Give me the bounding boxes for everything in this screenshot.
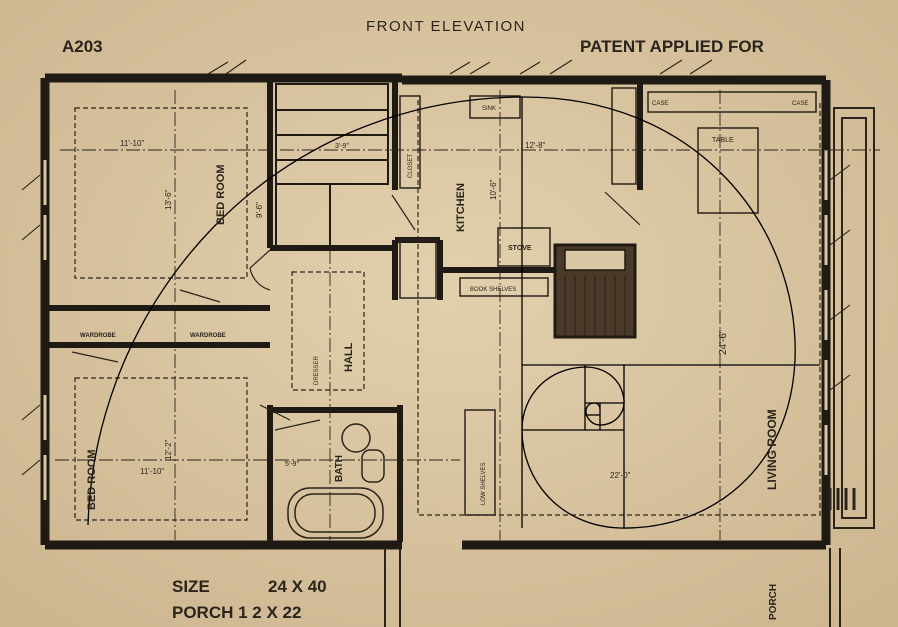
label-bath: BATH bbox=[334, 455, 345, 482]
side-terrace bbox=[833, 107, 875, 529]
dim-hall-h: 9'-6" bbox=[255, 202, 264, 218]
door-swings bbox=[71, 191, 641, 431]
label-book-shelves: BOOK SHELVES bbox=[470, 287, 516, 293]
label-kitchen: KITCHEN bbox=[455, 183, 467, 232]
dim-kitchen-w: 12'-8" bbox=[525, 141, 546, 150]
terrace-rail bbox=[828, 488, 856, 510]
golden-spiral-overlay bbox=[87, 96, 820, 529]
porch-area bbox=[384, 548, 841, 627]
chimney-hatch bbox=[564, 275, 626, 335]
label-stove: STOVE bbox=[508, 245, 532, 252]
porch-size-label: PORCH 1 2 X 22 bbox=[172, 603, 301, 622]
dim-living-h: 24'-6" bbox=[718, 329, 729, 355]
side-windows bbox=[42, 150, 829, 500]
patent-label: PATENT APPLIED FOR bbox=[580, 37, 764, 56]
dashed-room-outlines bbox=[74, 100, 821, 521]
stair-walls bbox=[275, 83, 389, 245]
dim-bed-top-w: 11'-10" bbox=[120, 139, 144, 148]
label-sink: SINK bbox=[482, 106, 496, 112]
dim-kitchen-h: 10'-6" bbox=[489, 179, 498, 200]
label-living-room: LIVING ROOM bbox=[765, 409, 779, 490]
label-table: TABLE bbox=[712, 137, 734, 144]
chimney-flue-box bbox=[564, 249, 626, 271]
label-porch: PORCH bbox=[768, 584, 779, 620]
dim-hall-w: 3'-9" bbox=[335, 143, 349, 150]
dim-bed-top-h: 13'-6" bbox=[164, 189, 173, 210]
center-lines bbox=[55, 90, 880, 540]
label-wardrobe-left: WARDROBE bbox=[80, 333, 116, 339]
label-bed-room-top: BED ROOM bbox=[215, 165, 227, 226]
top-window-marks bbox=[207, 59, 713, 75]
plan-number: A203 bbox=[62, 37, 103, 56]
size-value: 24 X 40 bbox=[268, 577, 327, 596]
dim-bed-bottom-w: 11'-10" bbox=[140, 467, 164, 476]
side-window-lines bbox=[21, 150, 851, 500]
dim-living-w: 22'-0" bbox=[610, 471, 631, 480]
label-wardrobe-right: WARDROBE bbox=[190, 333, 226, 339]
label-bed-room-bottom: BED ROOM bbox=[86, 450, 98, 511]
dim-bath: 5'-9" bbox=[285, 461, 299, 468]
interior-walls bbox=[48, 82, 643, 542]
size-label: SIZE bbox=[172, 577, 210, 596]
front-elevation-label: FRONT ELEVATION bbox=[366, 18, 526, 35]
label-dresser: DRESSER bbox=[314, 355, 320, 385]
label-case-left: CASE bbox=[652, 101, 668, 107]
label-case-right: CASE bbox=[792, 101, 808, 107]
label-low-shelves: LOW SHELVES bbox=[481, 462, 487, 505]
label-closet: CLOSET bbox=[408, 154, 414, 178]
dim-bed-bottom-h: 12'-2" bbox=[164, 439, 173, 460]
label-hall: HALL bbox=[343, 342, 355, 372]
